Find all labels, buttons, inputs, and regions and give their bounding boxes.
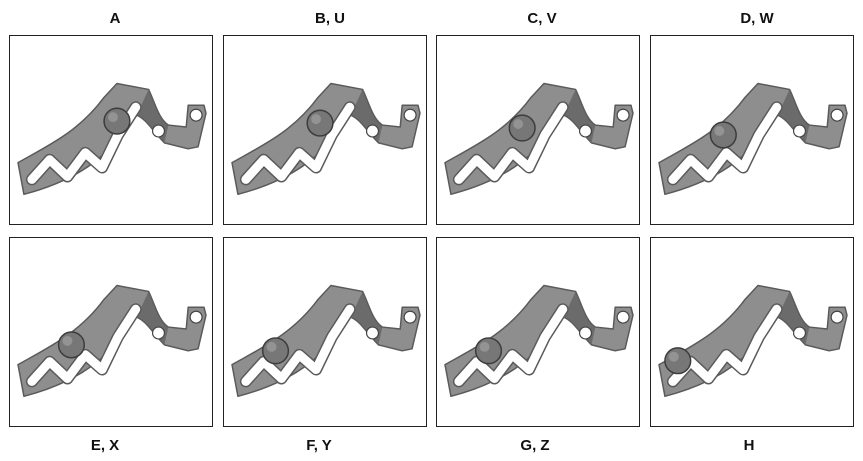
panel-e-x	[9, 237, 213, 427]
panel-label-d-w: D, W	[740, 10, 774, 27]
mounting-hole	[151, 326, 166, 340]
panel-d-w	[650, 35, 854, 225]
panel-label-b-u: B, U	[315, 10, 345, 27]
mounting-hole	[403, 310, 417, 324]
panel-label-f-y: F, Y	[306, 437, 332, 454]
zigzag-gate-slot-opening	[27, 102, 141, 184]
mounting-hole	[792, 124, 807, 138]
zigzag-gate-slot-opening	[668, 102, 782, 184]
shift-knob-highlight	[108, 112, 118, 123]
mounting-hole	[365, 124, 380, 138]
zigzag-gate-slot-opening	[241, 102, 355, 184]
shift-gate-illustration	[231, 284, 421, 398]
shift-knob-highlight	[266, 341, 277, 352]
shift-gate-illustration	[17, 82, 207, 196]
shift-knob	[664, 347, 692, 375]
shift-knob	[57, 331, 86, 359]
panel-label-c-v: C, V	[527, 10, 557, 27]
zigzag-gate-slot-opening	[27, 304, 141, 386]
mounting-hole	[189, 108, 203, 122]
shift-knob	[474, 337, 503, 365]
mounting-hole	[616, 310, 630, 324]
shift-gate-illustration	[17, 284, 207, 398]
panel-label-h: H	[743, 437, 755, 454]
panel-b-u	[223, 35, 427, 225]
shift-gate-illustration	[444, 82, 634, 196]
mounting-hole	[830, 108, 844, 122]
shift-gate-illustration	[658, 284, 848, 398]
mounting-hole	[151, 124, 166, 138]
mounting-hole	[365, 326, 380, 340]
panel-h	[650, 237, 854, 427]
panel-a	[9, 35, 213, 225]
shift-knob-highlight	[311, 114, 322, 125]
panel-label-g-z: G, Z	[520, 437, 550, 454]
shift-knob-highlight	[479, 341, 490, 352]
mounting-hole	[189, 310, 203, 324]
zigzag-gate-slot-opening	[454, 102, 568, 184]
shift-gate-illustration	[658, 82, 848, 196]
mounting-hole	[616, 108, 630, 122]
panel-f-y	[223, 237, 427, 427]
mounting-hole	[578, 326, 593, 340]
shift-knob	[709, 121, 737, 149]
panel-g-z	[436, 237, 640, 427]
shift-knob	[103, 107, 131, 135]
shift-knob-highlight	[62, 335, 73, 346]
shift-gate-illustration	[231, 82, 421, 196]
mounting-hole	[830, 310, 844, 324]
mounting-hole	[403, 108, 417, 122]
zigzag-gate-slot-opening	[454, 304, 568, 386]
shift-knob	[508, 114, 536, 142]
panel-label-a: A	[109, 10, 121, 27]
shift-knob-highlight	[513, 119, 524, 130]
shift-knob	[306, 109, 334, 137]
mounting-hole	[792, 326, 807, 340]
shift-knob-highlight	[714, 126, 725, 136]
zigzag-gate-slot-opening	[241, 304, 355, 386]
shift-knob-highlight	[668, 351, 679, 362]
panel-c-v	[436, 35, 640, 225]
panel-label-e-x: E, X	[90, 437, 120, 454]
mounting-hole	[578, 124, 593, 138]
shift-gate-illustration	[444, 284, 634, 398]
shift-knob	[261, 337, 290, 365]
